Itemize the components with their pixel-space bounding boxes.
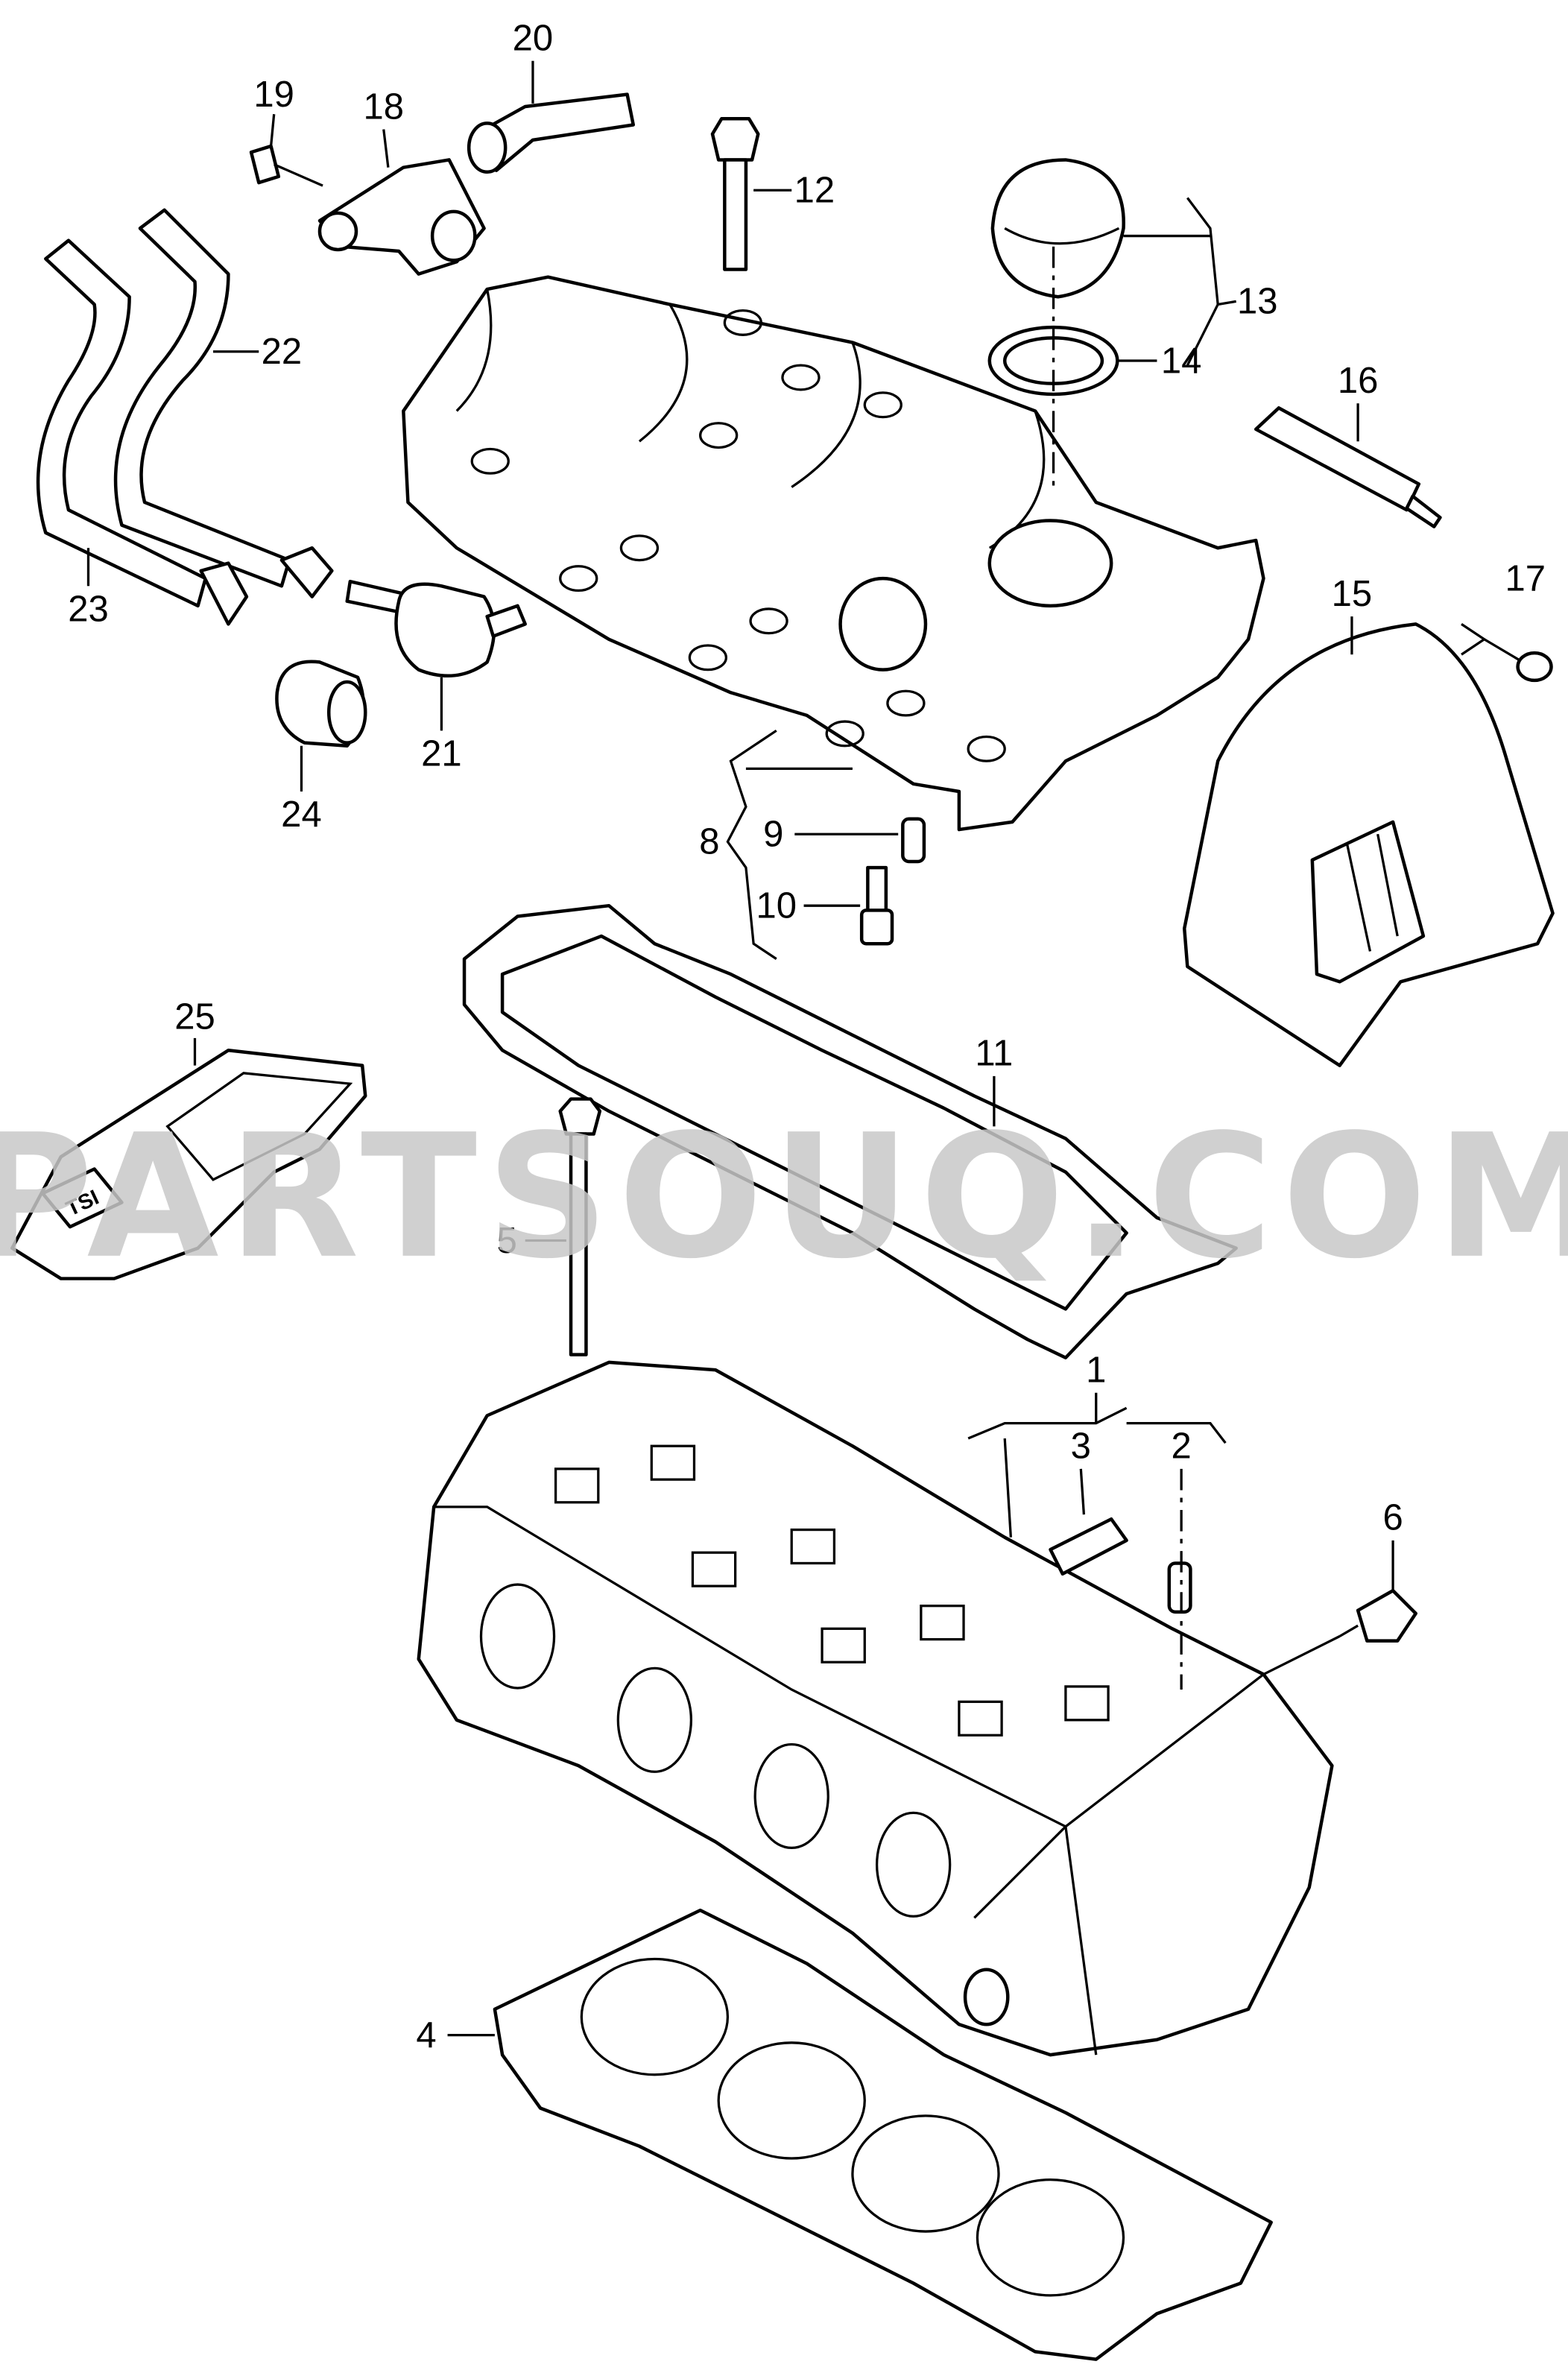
callout-8[interactable]: 8 xyxy=(699,822,719,862)
part-1-cylinder-head[interactable] xyxy=(417,1360,1334,2057)
callout-6[interactable]: 6 xyxy=(1382,1498,1403,1538)
part-2-dowel-sleeve[interactable] xyxy=(1167,1561,1192,1614)
callout-18[interactable]: 18 xyxy=(363,86,404,127)
part-17-screw[interactable] xyxy=(1483,638,1553,683)
callout-24[interactable]: 24 xyxy=(281,794,322,835)
part-5-head-bolt[interactable] xyxy=(558,1097,602,1356)
part-9-dowel-pin[interactable] xyxy=(901,817,926,864)
part-18-valve-connector[interactable] xyxy=(317,158,486,276)
callout-5[interactable]: 5 xyxy=(497,1221,517,1261)
callout-3[interactable]: 3 xyxy=(1071,1426,1091,1467)
callout-13[interactable]: 13 xyxy=(1237,282,1278,322)
part-23-hose[interactable] xyxy=(36,238,249,626)
watermark: PARTSOUQ.COM xyxy=(0,1098,1568,1296)
part-24-grommet[interactable] xyxy=(275,660,367,748)
part-3-dowel-pin[interactable] xyxy=(1049,1517,1128,1576)
part-11-cover-gasket[interactable] xyxy=(462,903,1238,1360)
part-20-hose[interactable] xyxy=(467,92,636,174)
part-6-plug[interactable] xyxy=(1338,1588,1417,1643)
part-15-timing-cover[interactable] xyxy=(1182,622,1555,1067)
part-8-cylinder-head-cover[interactable] xyxy=(402,275,1265,832)
part-21-pressure-valve[interactable] xyxy=(345,579,527,677)
callout-9[interactable]: 9 xyxy=(763,815,783,855)
callout-22[interactable]: 22 xyxy=(262,332,303,372)
part-13-oil-filler-cap[interactable] xyxy=(990,158,1125,299)
callout-11[interactable]: 11 xyxy=(975,1034,1013,1074)
callout-12[interactable]: 12 xyxy=(794,171,835,211)
callout-16[interactable]: 16 xyxy=(1338,361,1379,401)
part-25-engine-cover[interactable]: TSI xyxy=(10,1048,367,1280)
callout-25[interactable]: 25 xyxy=(174,997,215,1037)
tsi-badge: TSI xyxy=(40,1167,124,1229)
callout-23[interactable]: 23 xyxy=(68,589,109,629)
callout-labels: 1 2 3 4 5 6 8 9 10 11 12 13 14 15 16 17 … xyxy=(68,18,1546,2056)
callout-17[interactable]: 17 xyxy=(1505,558,1546,598)
callout-19[interactable]: 19 xyxy=(253,75,294,115)
callout-4[interactable]: 4 xyxy=(416,2015,436,2056)
part-16-sealant-tube[interactable] xyxy=(1254,406,1442,528)
callout-10[interactable]: 10 xyxy=(756,886,797,926)
part-4-head-gasket[interactable] xyxy=(493,1908,1273,2361)
callout-2[interactable]: 2 xyxy=(1172,1426,1192,1467)
part-10-bolt[interactable] xyxy=(859,865,894,946)
callout-14[interactable]: 14 xyxy=(1161,341,1202,381)
leader-lines xyxy=(86,60,1487,2037)
part-22-hose[interactable] xyxy=(113,208,334,598)
part-12-bolt[interactable] xyxy=(710,117,760,271)
callout-1[interactable]: 1 xyxy=(1086,1350,1106,1390)
part-19-screw[interactable] xyxy=(249,144,323,187)
callout-15[interactable]: 15 xyxy=(1332,574,1373,614)
callout-21[interactable]: 21 xyxy=(421,733,462,774)
callout-20[interactable]: 20 xyxy=(513,18,554,58)
